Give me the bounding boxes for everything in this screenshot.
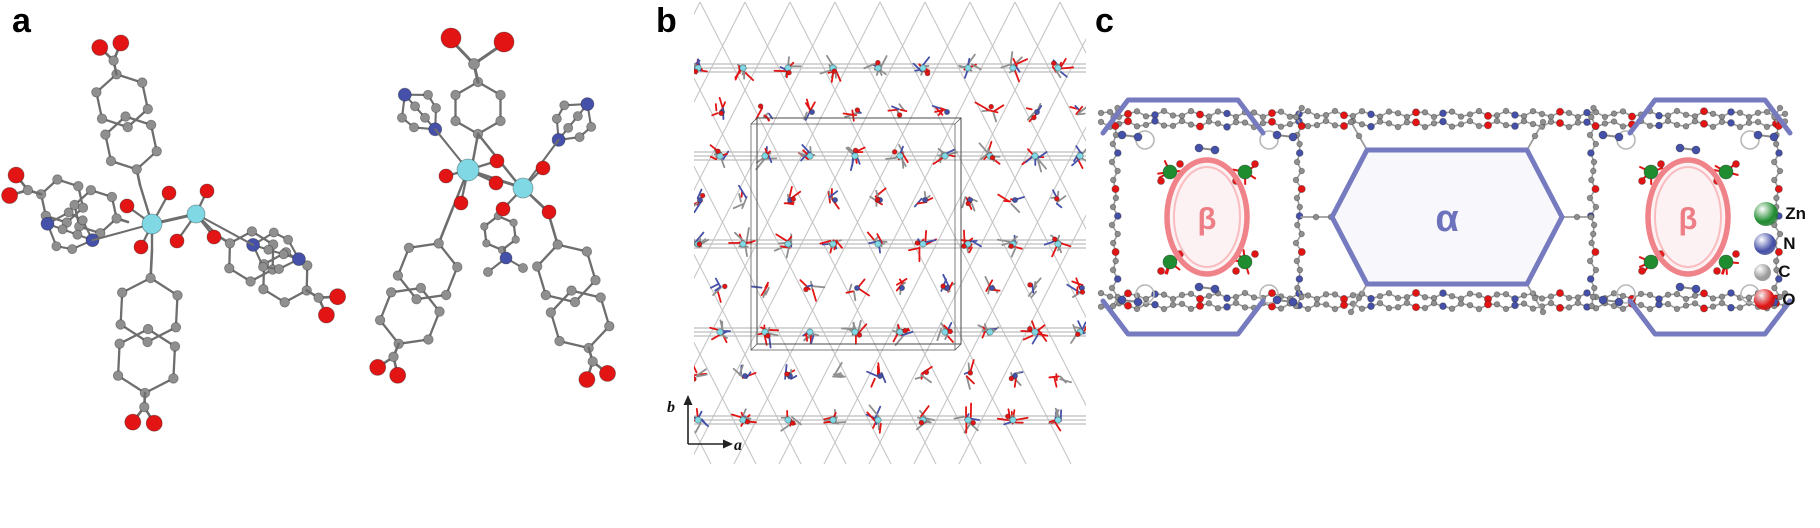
zn-atom-icon [1754, 202, 1779, 226]
panel-a-label: a [12, 2, 31, 40]
atom-color-legend: Zn N C O [1754, 202, 1806, 310]
panel-b-crystal-packing: b a [667, 2, 1086, 464]
legend-row-n: N [1754, 233, 1806, 255]
panel-c-framework-view: α β β [1097, 97, 1793, 337]
panel-a: a [0, 0, 640, 528]
packing-lattice-art [694, 2, 1086, 464]
legend-label-o: O [1782, 289, 1796, 309]
panel-b-label: b [656, 2, 677, 40]
n-atom-icon [1754, 233, 1777, 255]
legend-row-o: O [1754, 289, 1806, 310]
legend-label-n: N [1783, 234, 1796, 253]
panel-a-molecular-structures [1, 27, 616, 432]
panel-c: α β β Zn N C O c [1085, 0, 1820, 528]
panel-c-label: c [1095, 2, 1114, 40]
axis-b-label: b [667, 399, 675, 416]
alpha-pore-label: α [1435, 198, 1458, 240]
beta-pore-label-left: β [1198, 201, 1217, 236]
axis-a-label: a [734, 437, 742, 454]
panel-b: b a b [640, 0, 1090, 528]
legend-row-zn: Zn [1754, 202, 1806, 226]
framework-art [1097, 97, 1793, 337]
beta-pore-label-right: β [1679, 201, 1698, 236]
legend-label-c: C [1778, 262, 1791, 281]
o-atom-icon [1754, 289, 1776, 310]
c-atom-icon [1754, 263, 1772, 281]
legend-row-c: C [1754, 262, 1806, 282]
legend-label-zn: Zn [1785, 204, 1806, 223]
molecular-structure-art [1, 27, 616, 432]
unit-cell-and-axes [683, 117, 962, 449]
